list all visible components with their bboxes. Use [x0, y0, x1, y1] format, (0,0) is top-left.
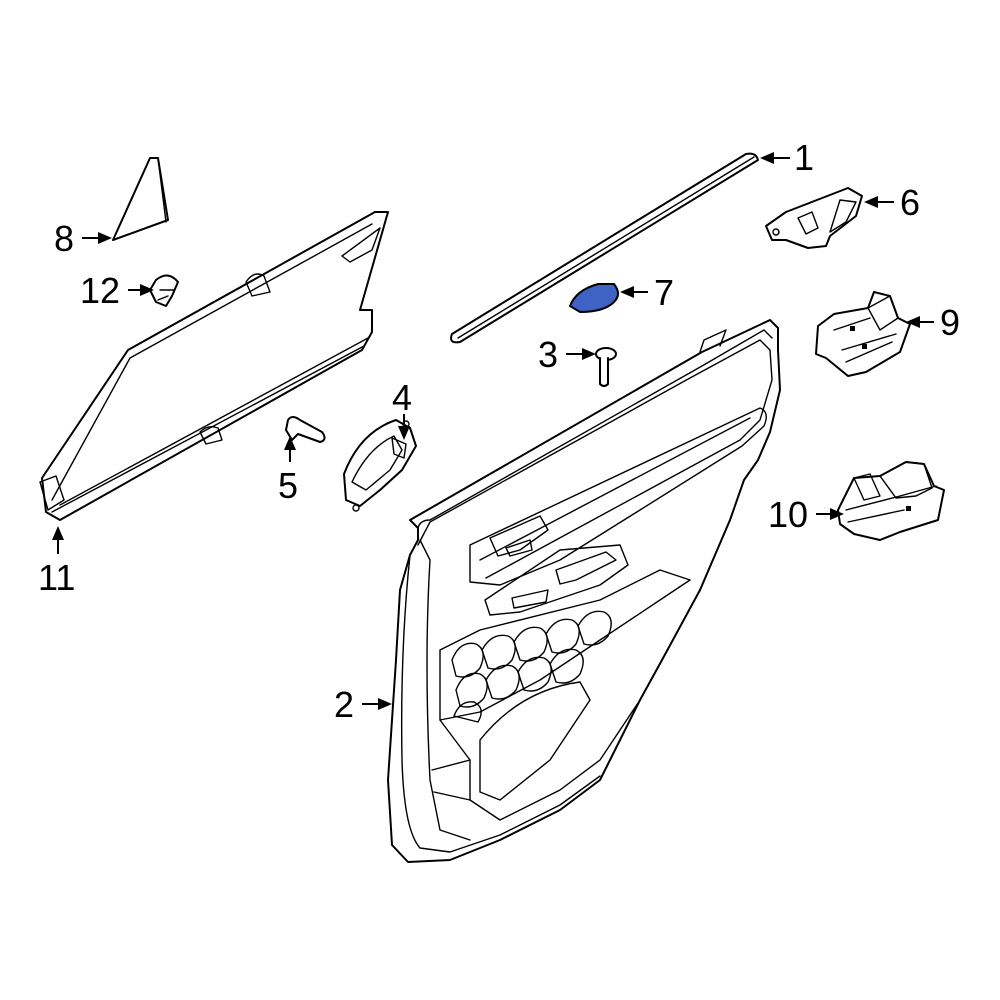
part-5-push-pin[interactable] [285, 416, 326, 443]
part-2-door-trim-panel[interactable] [387, 319, 781, 863]
part-11-window-trim[interactable] [39, 211, 389, 521]
part-4-inner-handle[interactable] [343, 419, 417, 512]
callout-10[interactable]: 10 [768, 494, 808, 535]
callout-7[interactable]: 7 [654, 272, 674, 313]
callout-1[interactable]: 1 [794, 137, 814, 178]
callout-12[interactable]: 12 [80, 270, 120, 311]
part-8-corner-cover[interactable] [112, 157, 169, 241]
callout-2[interactable]: 2 [334, 684, 354, 725]
part-12-clip[interactable] [149, 274, 179, 307]
callout-8[interactable]: 8 [54, 218, 74, 259]
part-6-bracket[interactable] [765, 187, 863, 249]
callout-5[interactable]: 5 [278, 465, 298, 506]
part-7-armrest-pad[interactable] [568, 283, 619, 314]
part-9-window-switch[interactable] [815, 291, 911, 377]
callout-4[interactable]: 4 [392, 377, 412, 418]
callout-labels: 1 2 3 4 5 6 7 8 9 10 11 12 [38, 137, 960, 725]
part-3-screw[interactable] [595, 347, 617, 387]
callout-6[interactable]: 6 [900, 182, 920, 223]
door-panel-quilt-pattern [451, 610, 612, 723]
part-10-master-switch[interactable] [837, 461, 945, 541]
callout-11[interactable]: 11 [38, 557, 75, 598]
callout-leaders [52, 152, 934, 710]
callout-3[interactable]: 3 [538, 334, 558, 375]
callout-9[interactable]: 9 [940, 302, 960, 343]
part-1-belt-molding[interactable] [450, 152, 759, 344]
